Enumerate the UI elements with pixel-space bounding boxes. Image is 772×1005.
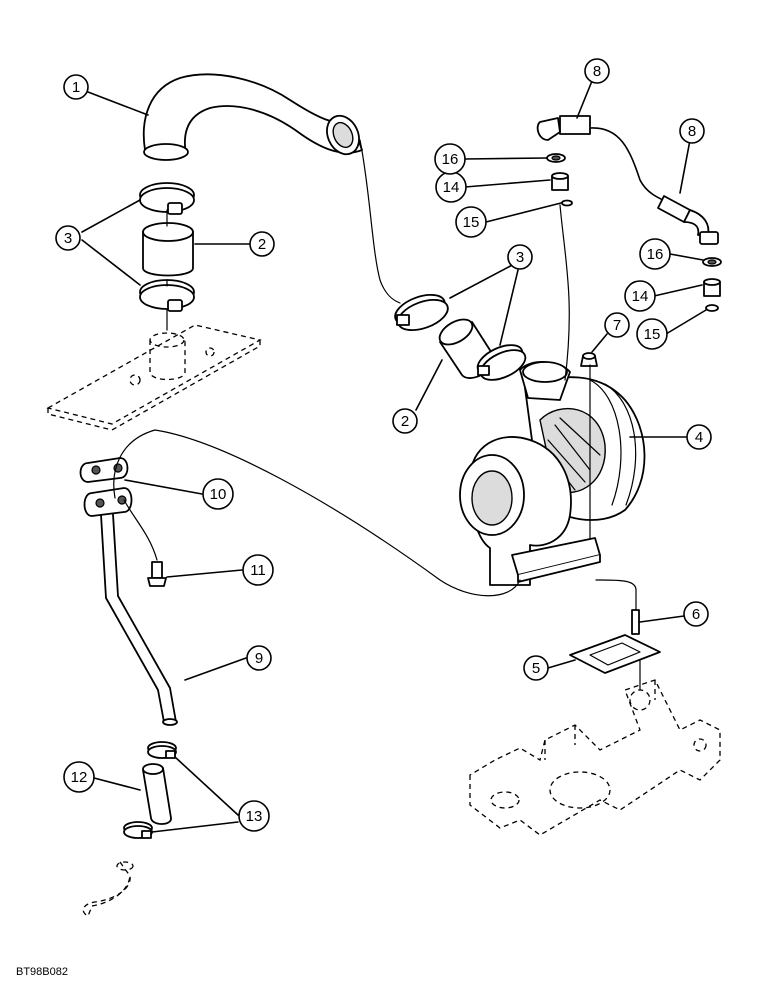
- gasket-10: [79, 457, 129, 483]
- intake-plate: [46, 324, 262, 431]
- svg-text:14: 14: [632, 288, 649, 305]
- svg-text:9: 9: [255, 650, 263, 667]
- svg-text:14: 14: [443, 179, 460, 196]
- fitting-14b: [703, 278, 721, 297]
- callout-7: 7: [604, 312, 630, 338]
- svg-text:12: 12: [71, 769, 88, 786]
- fitting-14a: [551, 172, 569, 191]
- svg-text:10: 10: [210, 486, 227, 503]
- svg-text:2: 2: [401, 413, 409, 430]
- callout-3-left: 3: [55, 225, 81, 251]
- washer-16b: [702, 257, 722, 267]
- svg-text:7: 7: [613, 317, 621, 334]
- svg-text:4: 4: [695, 429, 703, 446]
- svg-text:3: 3: [64, 230, 72, 247]
- svg-text:16: 16: [647, 246, 664, 263]
- callout-8-right: 8: [679, 118, 705, 144]
- drain-flange: [83, 487, 133, 517]
- callout-16-right: 16: [639, 238, 671, 270]
- hose-clamp-upper: [139, 182, 195, 215]
- oring-15a: [561, 199, 573, 207]
- callout-12: 12: [63, 761, 95, 793]
- svg-text:8: 8: [593, 63, 601, 80]
- callout-4: 4: [686, 424, 712, 450]
- turbocharger: [459, 361, 646, 586]
- callout-15-left: 15: [455, 206, 487, 238]
- gasket-5: [569, 634, 661, 674]
- hose-clamp-lower: [139, 279, 195, 312]
- nut-7: [580, 352, 598, 367]
- cap-screw-11: [147, 561, 167, 587]
- washer-16a: [546, 153, 566, 163]
- connector-lines: [113, 139, 641, 691]
- block-fitting: [82, 861, 134, 917]
- oring-15b: [705, 304, 719, 312]
- exhaust-manifold: [469, 679, 721, 836]
- intake-elbow-tube: [142, 73, 363, 161]
- figure-code: BT98B082: [16, 966, 68, 978]
- svg-text:15: 15: [644, 326, 661, 343]
- svg-text:5: 5: [532, 660, 540, 677]
- callout-15-right: 15: [636, 318, 668, 350]
- callout-14-left: 14: [435, 171, 467, 203]
- svg-text:1: 1: [72, 79, 80, 96]
- svg-text:13: 13: [246, 808, 263, 825]
- svg-text:11: 11: [250, 562, 266, 579]
- callout-16-left: 16: [434, 143, 466, 175]
- leader-lines: [81, 75, 707, 833]
- callout-3-turbo: 3: [507, 244, 533, 270]
- hose-clamp-13-upper: [147, 741, 177, 759]
- svg-text:2: 2: [258, 236, 266, 253]
- stud-6: [631, 609, 640, 635]
- svg-text:6: 6: [692, 606, 700, 623]
- callout-14-right: 14: [624, 280, 656, 312]
- callout-9: 9: [246, 645, 272, 671]
- hose-clamp-turbo-upper: [394, 293, 449, 332]
- svg-text:8: 8: [688, 123, 696, 140]
- callout-8-upper: 8: [584, 58, 610, 84]
- oil-supply-line: [536, 115, 719, 245]
- svg-text:16: 16: [442, 151, 459, 168]
- callout-6: 6: [683, 601, 709, 627]
- hose-clamp-13-lower: [123, 821, 153, 839]
- svg-text:15: 15: [463, 214, 480, 231]
- callout-10: 10: [202, 478, 234, 510]
- svg-text:3: 3: [516, 249, 524, 266]
- hose-12: [142, 763, 172, 825]
- callout-2-left: 2: [249, 231, 275, 257]
- callout-2-turbo: 2: [392, 408, 418, 434]
- callout-5: 5: [523, 655, 549, 681]
- callout-11: 11: [242, 554, 274, 586]
- callout-1: 1: [63, 74, 89, 100]
- hose-left: [142, 222, 194, 277]
- hose-clamp-turbo-lower: [476, 344, 527, 381]
- oil-drain-tube: [99, 497, 178, 726]
- callout-13: 13: [238, 800, 270, 832]
